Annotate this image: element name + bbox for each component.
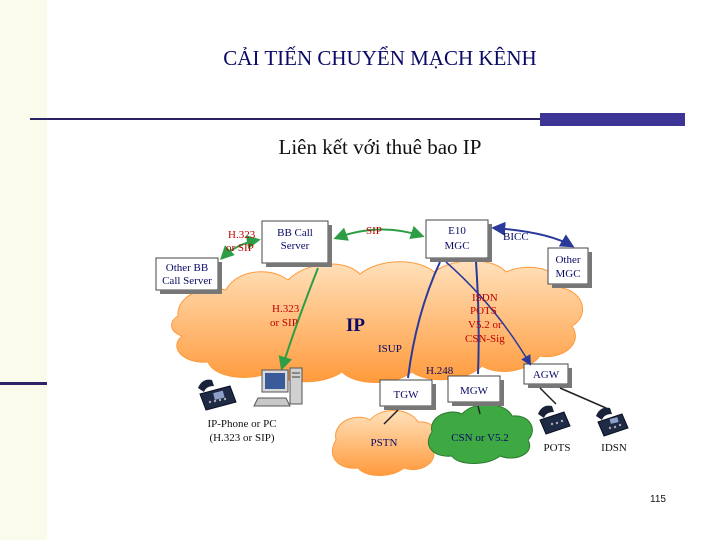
sidebar (0, 0, 47, 540)
other-bb-label-2: Call Server (162, 275, 212, 287)
isdn-label-1: ISDN (472, 292, 498, 304)
h248-arrow (445, 261, 532, 366)
isdn-bottom-label: IDSN (601, 442, 627, 454)
isdn-label-4: CSN-Sig (465, 333, 505, 345)
sip-arrow (333, 225, 425, 241)
tgw-label: TGW (393, 389, 419, 401)
ip-cloud-label: IP (346, 315, 365, 336)
other-mgc-label-1: Other (555, 254, 580, 266)
other-mgc-label-2: MGC (555, 268, 580, 280)
agw-isdn-link (559, 387, 607, 409)
other-bb-label-1: Other BB (166, 262, 208, 274)
tgw-box: TGW (379, 379, 436, 410)
title-rule (30, 118, 540, 120)
sidebar-rule (0, 382, 47, 385)
pots-phone-icon (538, 405, 571, 435)
bb-call-server-box: BB Call Server (261, 220, 332, 267)
e10-label-2: MGC (444, 240, 469, 252)
isdn-label-3: V5.2 or (468, 319, 502, 331)
isdn-line (475, 261, 480, 375)
h248-label: H.248 (426, 365, 454, 377)
e10-label-1: E10 (448, 225, 466, 237)
isdn-label-2: POTS (470, 305, 497, 317)
bb-call-server-label-2: Server (281, 240, 310, 252)
agw-label: AGW (533, 369, 560, 381)
slide-subtitle: Liên kết với thuê bao IP (278, 135, 482, 159)
isup-label: ISUP (378, 343, 402, 355)
ip-phone-icon (198, 379, 237, 411)
pots-label: POTS (544, 442, 571, 454)
ipphone-label-2: (H.323 or SIP) (209, 432, 274, 444)
isdn-phone-icon (596, 407, 629, 437)
h323-cloud-label-1: H.323 (272, 303, 300, 315)
other-bb-box: Other BB Call Server (155, 257, 222, 294)
bicc-arrow (491, 221, 575, 248)
mgw-box: MGW (447, 375, 504, 406)
bb-call-server-label-1: BB Call (277, 227, 313, 239)
h323-cloud-label-2: or SIP (270, 317, 298, 329)
csn-label: CSN or V5.2 (451, 432, 509, 444)
mgw-csn-link (477, 405, 481, 415)
h323-down-arrow (278, 267, 319, 371)
ipphone-label-1: IP-Phone or PC (207, 418, 276, 430)
pstn-label: PSTN (371, 437, 398, 449)
isup-line (407, 261, 441, 379)
e10-mgc-box: E10 MGC (425, 219, 492, 262)
h323-top-label-1: H.323 (228, 229, 256, 241)
other-mgc-box: Other MGC (547, 247, 592, 288)
tgw-pstn-link (383, 409, 399, 425)
csn-cloud (427, 403, 533, 464)
agw-box: AGW (523, 363, 572, 388)
agw-pots-link (539, 387, 557, 405)
title-rule-accent (540, 113, 685, 126)
h323-top-label-2: or SIP (226, 242, 254, 254)
page-number: 115 (650, 494, 666, 505)
slide-title: CẢI TIẾN CHUYỂN MẠCH KÊNH (223, 46, 537, 70)
bicc-label: BICC (503, 231, 529, 243)
mgw-label: MGW (460, 385, 489, 397)
sip-label: SIP (366, 225, 382, 237)
ip-cloud (171, 260, 583, 383)
pc-icon (253, 367, 303, 407)
h323-top-arrow (220, 235, 261, 260)
